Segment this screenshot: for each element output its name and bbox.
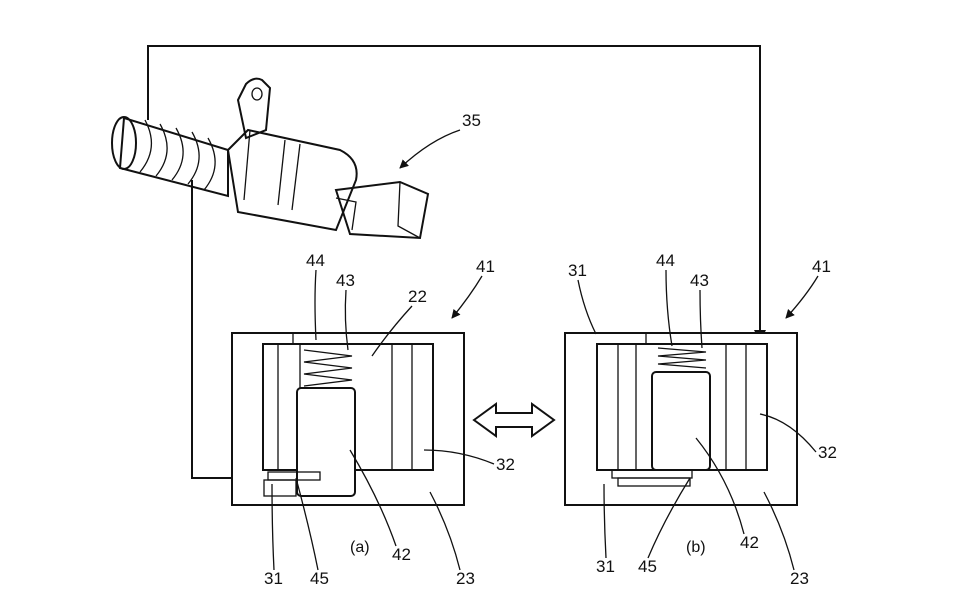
solenoid-valve [111, 77, 430, 240]
label-body-right-b: 32 [818, 443, 837, 462]
label-seat-a: 43 [336, 271, 355, 290]
label-stopper-a: 45 [310, 569, 329, 588]
label-chamber-a: 22 [408, 287, 427, 306]
caption-b: (b) [686, 539, 706, 556]
label-solenoid: 35 [462, 111, 481, 130]
label-housing-b-top: 31 [568, 261, 587, 280]
label-housing-a: 31 [264, 569, 283, 588]
label-valve-a: 41 [476, 257, 495, 276]
label-valve-b: 41 [812, 257, 831, 276]
valve-b [564, 332, 798, 506]
double-arrow-icon [472, 402, 556, 438]
label-body-right-a: 32 [496, 455, 515, 474]
label-seat-b: 43 [690, 271, 709, 290]
caption-a: (a) [350, 539, 370, 556]
label-housing-b-bottom: 31 [596, 557, 615, 576]
label-port-a: 23 [456, 569, 475, 588]
label-stopper-b: 45 [638, 557, 657, 576]
valve-a [231, 332, 465, 506]
label-spool-b: 42 [740, 533, 759, 552]
label-spring-b: 44 [656, 251, 675, 270]
hydraulic-lines [147, 45, 766, 484]
label-spring-a: 44 [306, 251, 325, 270]
label-port-b: 23 [790, 569, 809, 588]
label-spool-a: 42 [392, 545, 411, 564]
